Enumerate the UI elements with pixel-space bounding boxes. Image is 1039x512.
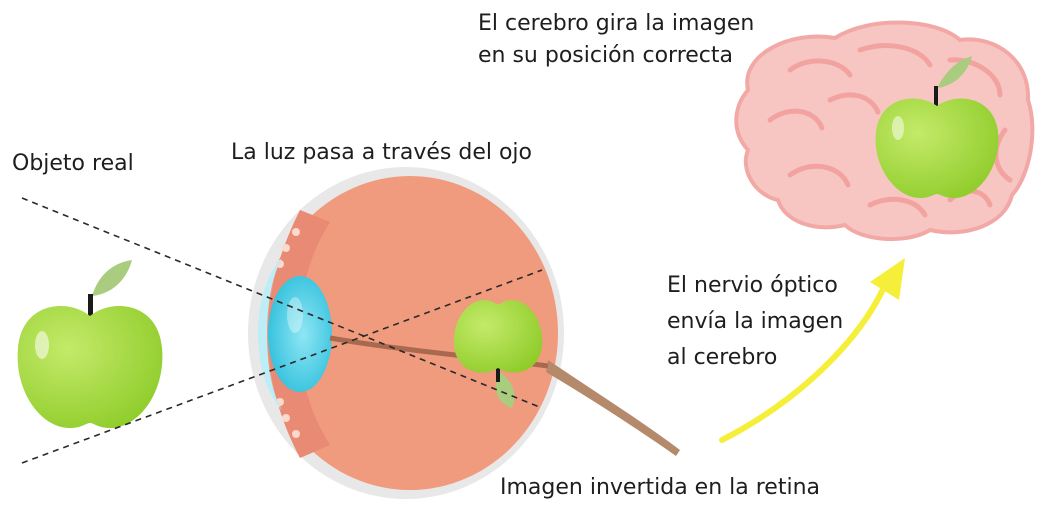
optic-nerve-label-line-3: al cerebro — [667, 345, 778, 370]
yellow-arrow — [719, 258, 905, 443]
optic-nerve-label-line-2: envía la imagen — [667, 309, 844, 334]
brain-label-line-2: en su posición correcta — [478, 43, 733, 68]
light-through-eye-label: La luz pasa a través del ojo — [231, 140, 532, 165]
light-rays — [21, 197, 543, 464]
inverted-image-label: Imagen invertida en la retina — [500, 475, 820, 500]
real-object-label: Objeto real — [12, 151, 134, 176]
eye — [248, 167, 680, 499]
optic-nerve-label-line-1: El nervio óptico — [667, 273, 838, 298]
brain-label-line-1: El cerebro gira la imagen — [478, 11, 755, 36]
brain-label: El cerebro gira la imagen en su posición… — [478, 8, 754, 72]
inverted-apple — [453, 300, 543, 408]
real-object-apple — [17, 260, 163, 428]
brain-apple — [875, 56, 999, 198]
optic-nerve-label: El nervio óptico envía la imagen al cere… — [667, 268, 843, 376]
